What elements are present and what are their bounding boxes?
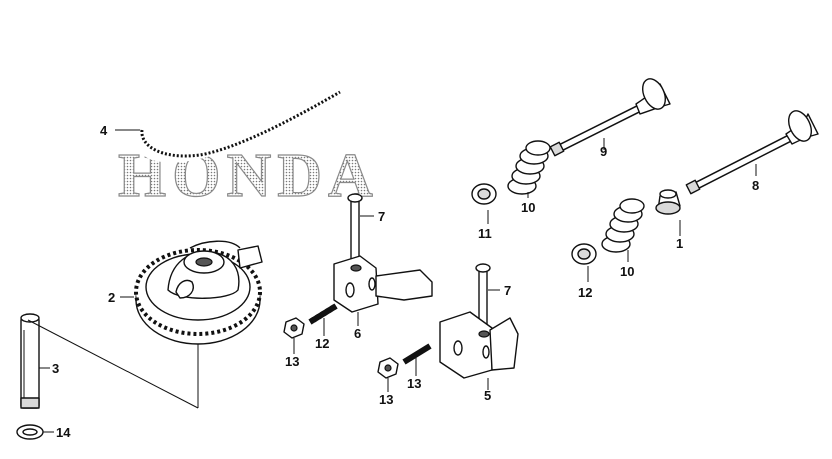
- callout-3: 3: [52, 361, 59, 376]
- callout-6: 6: [354, 326, 361, 341]
- camshaft-pulley: [134, 240, 263, 345]
- cam-shaft-pin: [20, 313, 40, 409]
- callout-10-lower: 10: [620, 264, 634, 279]
- callout-10-upper: 10: [521, 200, 535, 215]
- callout-7-upper: 7: [378, 209, 385, 224]
- callout-12-lower: 13: [407, 376, 421, 391]
- callout-12-upper: 12: [315, 336, 329, 351]
- callout-13-lower-visible: 13: [379, 392, 393, 407]
- adjusting-screw-lower: [402, 343, 432, 365]
- exhaust-valve: [685, 110, 819, 195]
- callout-14: 14: [56, 425, 71, 440]
- callout-13-upper: 13: [285, 354, 299, 369]
- callout-7-lower: 7: [504, 283, 511, 298]
- callout-2: 2: [108, 290, 115, 305]
- callout-4: 4: [100, 123, 108, 138]
- leader-lines: [39, 129, 757, 433]
- callout-9: 9: [600, 144, 607, 159]
- spring-retainer-lower: [571, 243, 597, 265]
- callout-11-lower: 12: [578, 285, 592, 300]
- rocker-arm-lower: [439, 311, 519, 379]
- adjusting-screw-upper: [308, 303, 338, 325]
- callout-11-upper: 11: [478, 226, 492, 241]
- rocker-arm-upper: [333, 255, 433, 313]
- callout-5: 5: [484, 388, 491, 403]
- washer: [16, 424, 44, 440]
- intake-valve: [549, 78, 671, 157]
- callout-1: 1: [676, 236, 683, 251]
- lock-nut-upper: [283, 317, 305, 339]
- lock-nut-lower: [377, 357, 399, 379]
- valve-spring-upper: [507, 140, 551, 195]
- valve-stem-seal: [655, 189, 681, 215]
- callout-8: 8: [752, 178, 759, 193]
- spring-retainer-upper: [471, 183, 497, 205]
- timing-belt: [136, 22, 408, 163]
- valve-spring-lower: [601, 198, 645, 253]
